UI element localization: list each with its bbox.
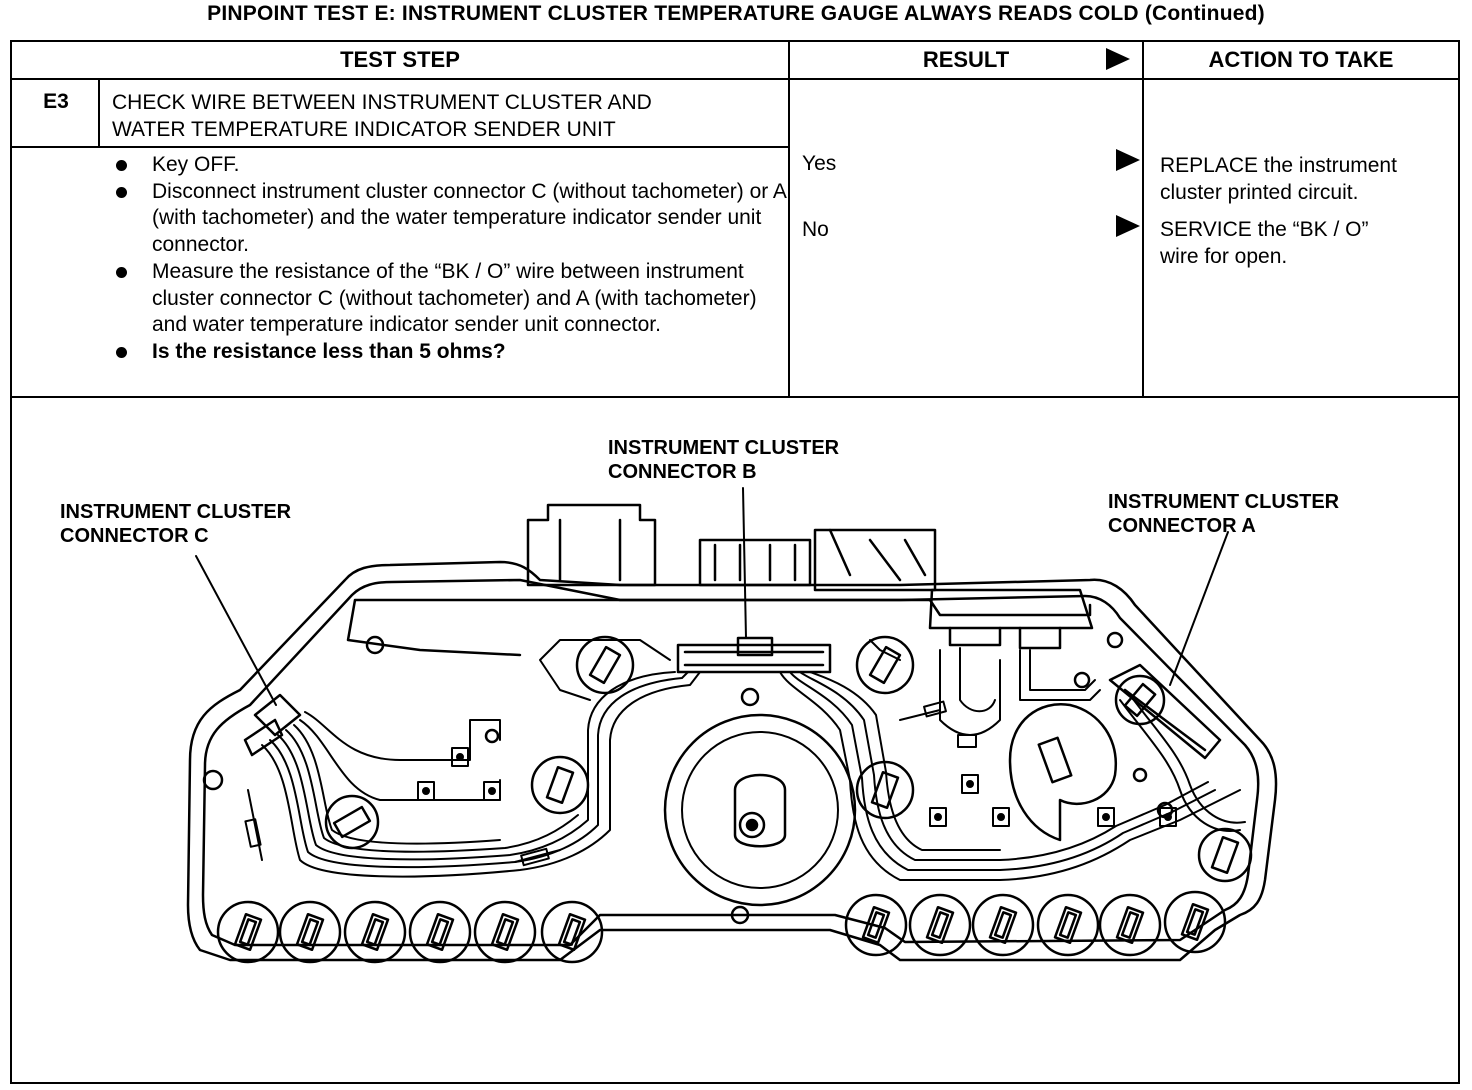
bullet-icon [116, 160, 127, 171]
header-test-step: TEST STEP [12, 42, 788, 80]
column-divider [1142, 42, 1144, 398]
gauge-opening-right [1008, 703, 1118, 842]
mounting-holes [202, 631, 1174, 819]
bulb-sockets [216, 890, 1227, 964]
result-arrow-icon [1116, 215, 1140, 237]
result-no: No [802, 218, 829, 241]
label-connector-a: INSTRUMENT CLUSTER CONNECTOR A [1108, 491, 1340, 537]
instruction-item: Measure the resistance of the “BK / O” w… [110, 259, 790, 339]
step-title-line: CHECK WIRE BETWEEN INSTRUMENT CLUSTER AN… [112, 91, 652, 114]
leader-line-a [1169, 531, 1229, 686]
step-title-line: WATER TEMPERATURE INDICATOR SENDER UNIT [112, 118, 616, 141]
header-result: RESULT [790, 42, 1142, 80]
instruction-question: Is the resistance less than 5 ohms? [110, 339, 790, 366]
speedometer-boss [663, 687, 857, 925]
connector-c [243, 693, 302, 757]
step-id-divider [98, 80, 100, 146]
connector-a [1108, 663, 1222, 760]
top-connector-housings [526, 503, 937, 592]
leader-line-b [742, 487, 747, 639]
step-title-divider [12, 146, 788, 148]
printed-circuit-traces [261, 639, 1246, 881]
cluster-housing-outline [186, 560, 1278, 962]
header-arrow-icon [1106, 48, 1130, 70]
action-yes: REPLACE the instrument cluster printed c… [1160, 154, 1397, 204]
step-instructions: Key OFF. Disconnect instrument cluster c… [110, 152, 790, 366]
instruction-item: Key OFF. [110, 152, 790, 179]
column-divider [788, 42, 790, 398]
header-action: ACTION TO TAKE [1144, 42, 1458, 80]
instruction-item: Disconnect instrument cluster connector … [110, 179, 790, 259]
bullet-icon [116, 266, 127, 278]
step-title: CHECK WIRE BETWEEN INSTRUMENT CLUSTER AN… [112, 89, 792, 143]
test-table: TEST STEP RESULT ACTION TO TAKE E3 CHECK… [10, 40, 1460, 1084]
terminals [417, 734, 1177, 827]
action-no: SERVICE the “BK / O” wire for open. [1160, 218, 1369, 268]
label-connector-b: INSTRUMENT CLUSTER CONNECTOR B [608, 437, 840, 483]
bullet-icon [116, 346, 127, 358]
label-connector-c: INSTRUMENT CLUSTER CONNECTOR C [60, 501, 292, 547]
bullet-icon [116, 186, 127, 198]
connector-b [676, 636, 832, 674]
step-id: E3 [43, 90, 69, 113]
table-bottom-divider [12, 396, 1458, 398]
leader-line-c [195, 555, 277, 706]
cluster-inner-outline [201, 578, 1260, 947]
page-title: PINPOINT TEST E: INSTRUMENT CLUSTER TEMP… [207, 2, 1265, 25]
resistor-component [244, 700, 947, 867]
result-arrow-icon [1116, 149, 1140, 171]
result-yes: Yes [802, 152, 837, 175]
interior-bulb-sockets [324, 635, 1253, 883]
